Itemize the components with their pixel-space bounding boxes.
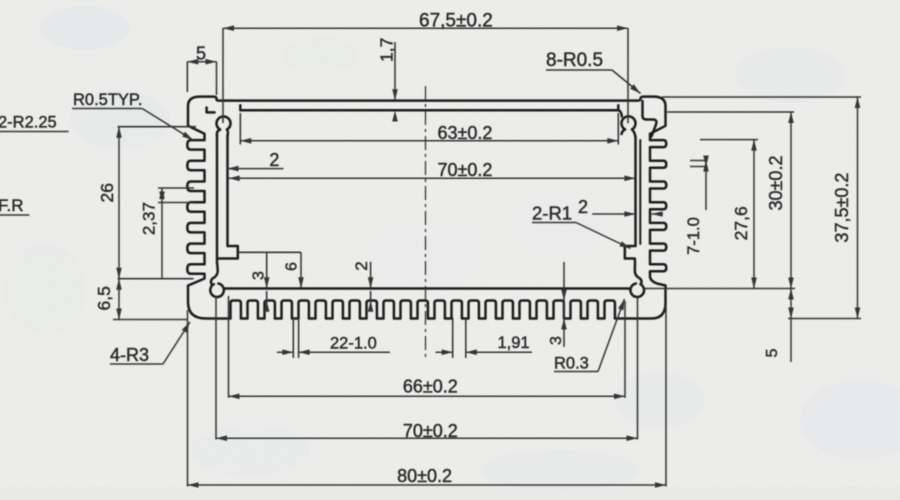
svg-text:22-1.0: 22-1.0: [330, 334, 377, 352]
svg-text:2: 2: [578, 197, 588, 217]
svg-text:7-1.0: 7-1.0: [685, 217, 703, 255]
svg-text:26: 26: [97, 183, 117, 202]
svg-text:2: 2: [269, 150, 279, 170]
svg-text:R0.5TYP.: R0.5TYP.: [73, 91, 142, 109]
svg-text:27,6: 27,6: [731, 206, 751, 240]
svg-text:70±0.2: 70±0.2: [403, 421, 458, 441]
svg-text:6,5: 6,5: [94, 286, 114, 310]
svg-text:3: 3: [251, 271, 268, 280]
svg-text:37,5±0.2: 37,5±0.2: [832, 173, 852, 243]
svg-text:6: 6: [284, 262, 301, 271]
svg-text:1,91: 1,91: [498, 334, 530, 352]
svg-text:5: 5: [196, 44, 206, 64]
svg-text:8-R0.5: 8-R0.5: [546, 50, 603, 71]
svg-text:66±0.2: 66±0.2: [403, 376, 458, 396]
svg-text:5: 5: [764, 348, 781, 357]
svg-text:63±0.2: 63±0.2: [438, 123, 493, 143]
svg-text:F.R: F.R: [0, 196, 24, 215]
svg-text:2-R2.25: 2-R2.25: [0, 114, 57, 132]
svg-text:1,7: 1,7: [377, 38, 397, 62]
svg-text:2: 2: [352, 261, 371, 270]
svg-text:70±0.2: 70±0.2: [438, 160, 493, 180]
svg-text:30±0.2: 30±0.2: [766, 156, 786, 211]
svg-text:2,37: 2,37: [140, 202, 159, 235]
svg-text:2-R1: 2-R1: [532, 203, 572, 224]
svg-text:R0.3: R0.3: [554, 355, 589, 373]
svg-text:67,5±0.2: 67,5±0.2: [419, 10, 493, 31]
svg-text:4-R3: 4-R3: [110, 345, 149, 365]
svg-text:80±0.2: 80±0.2: [397, 466, 452, 486]
svg-text:3: 3: [548, 336, 565, 345]
